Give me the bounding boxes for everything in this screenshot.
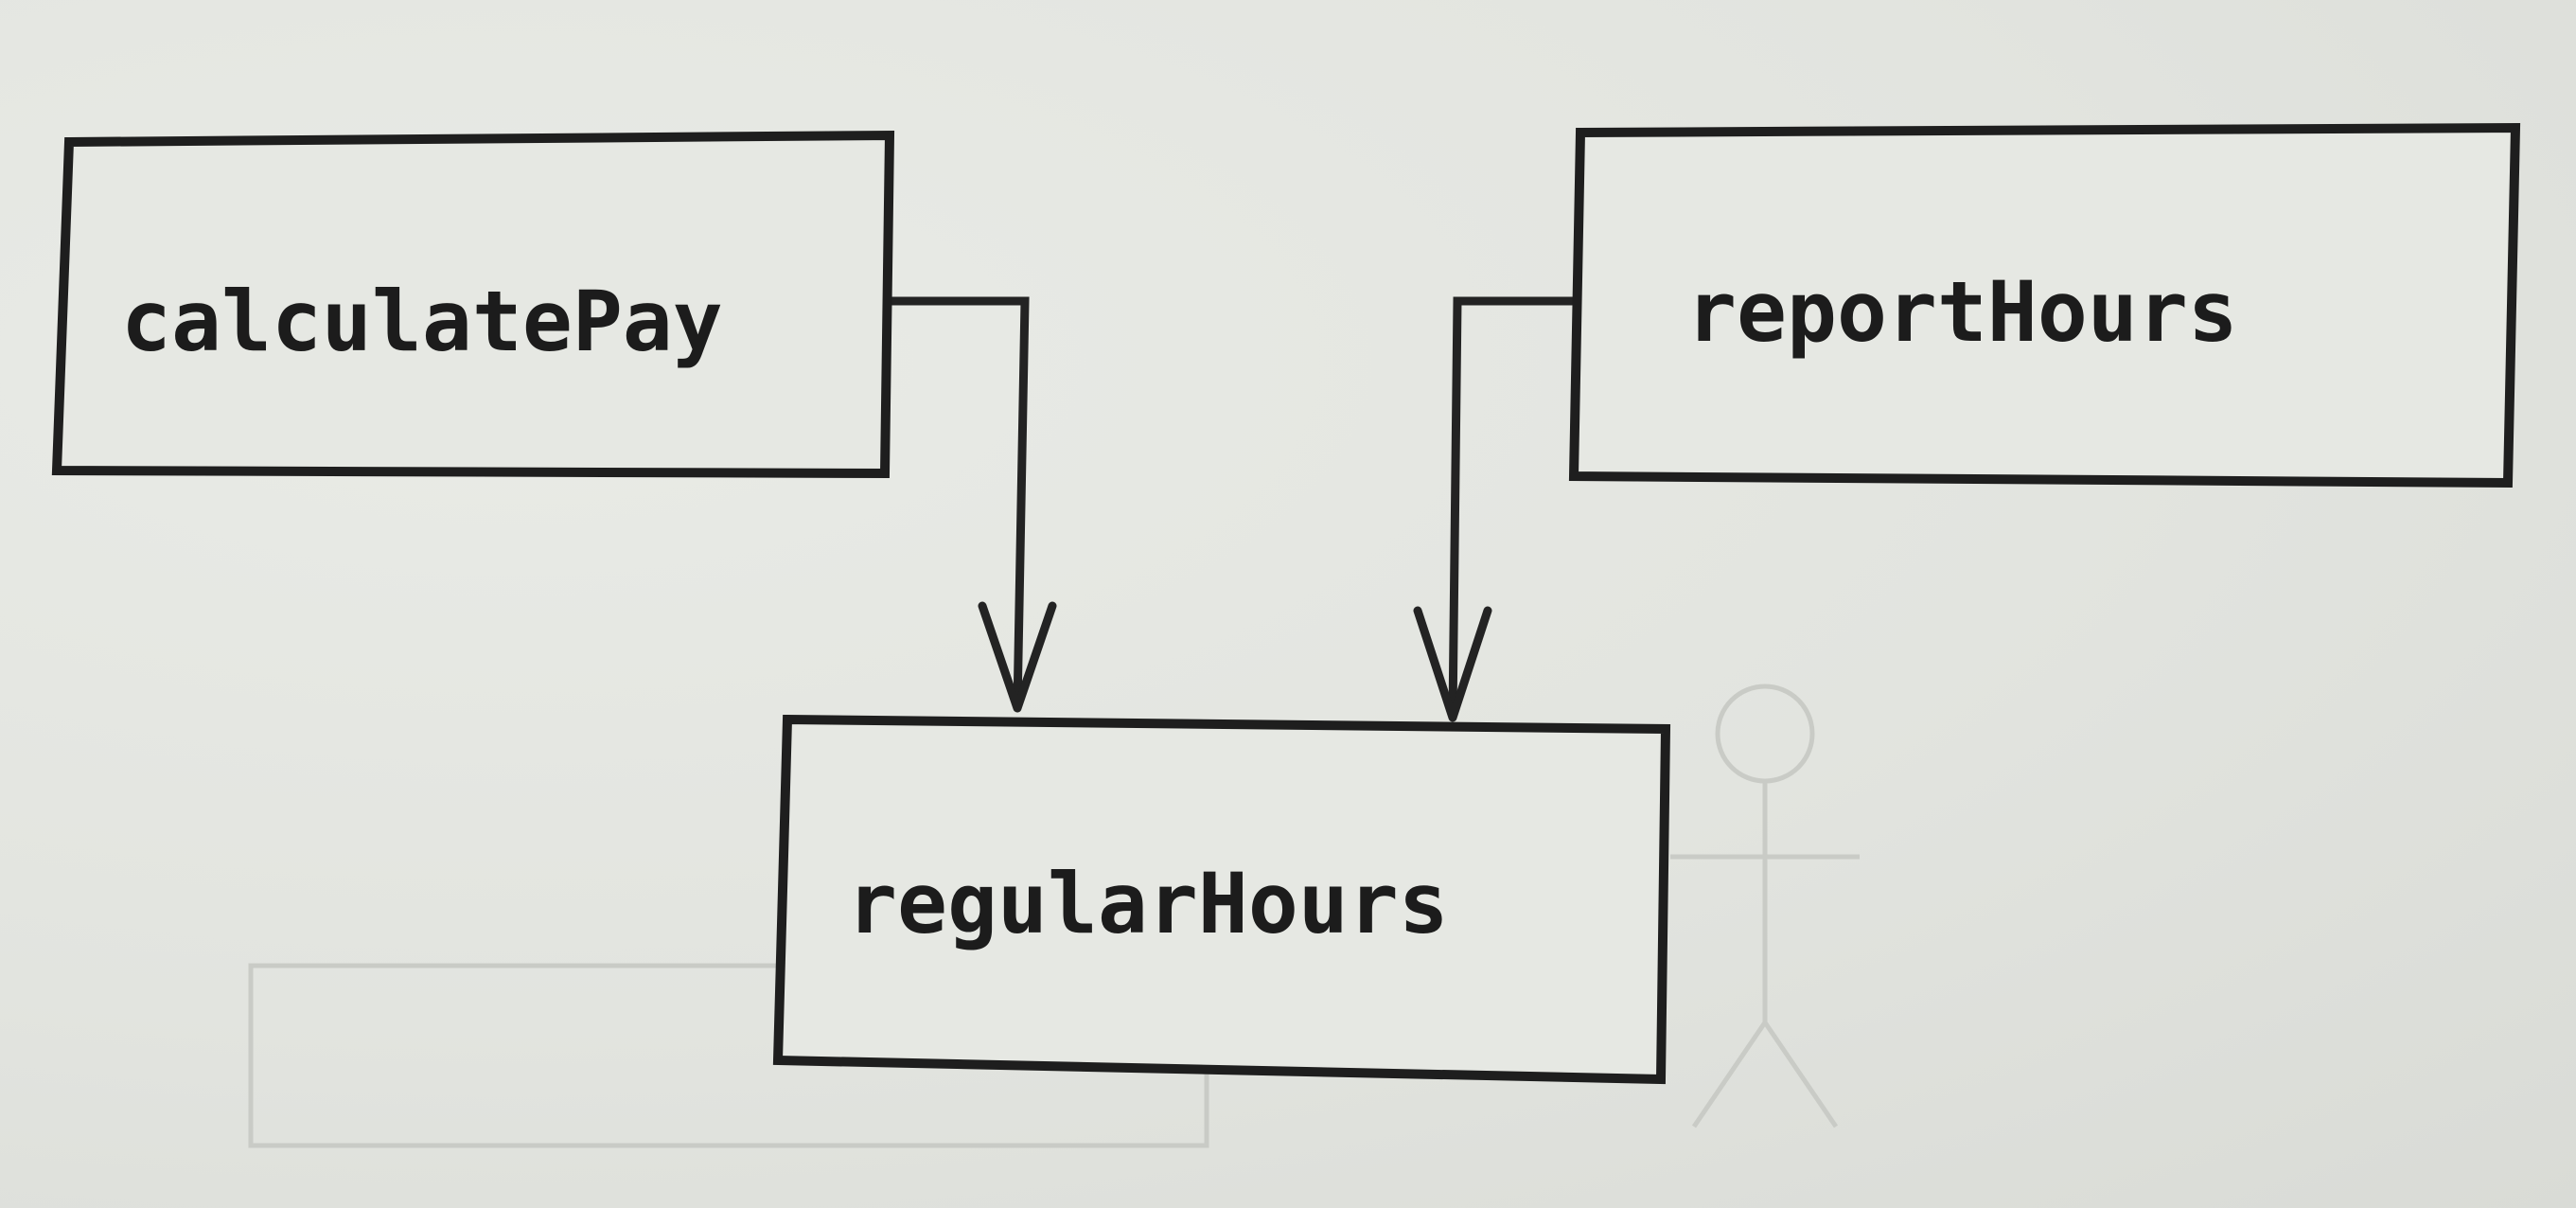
- node-reportHours: reportHours: [1568, 122, 2521, 489]
- edge-line: [1448, 296, 1576, 719]
- ghost-figure-leg-left: [1691, 1021, 1768, 1128]
- edge-line: [887, 296, 1030, 709]
- node-box: [1568, 122, 2521, 489]
- node-label: regularHours: [847, 855, 1449, 952]
- node-regularHours: regularHours: [772, 714, 1671, 1085]
- edge-calculatePay-to-regularHours: [887, 296, 1057, 713]
- node-label: reportHours: [1686, 263, 2238, 361]
- node-box: [51, 130, 895, 479]
- ghost-figure-leg-right: [1762, 1021, 1839, 1128]
- arrowhead-icon: [978, 601, 1057, 713]
- node-label: calculatePay: [121, 273, 723, 370]
- edge-reportHours-to-regularHours: [1413, 296, 1576, 722]
- ghost-figure-head: [1715, 684, 1815, 784]
- node-calculatePay: calculatePay: [51, 130, 895, 479]
- node-box: [772, 714, 1671, 1085]
- arrowhead-icon: [1413, 606, 1492, 722]
